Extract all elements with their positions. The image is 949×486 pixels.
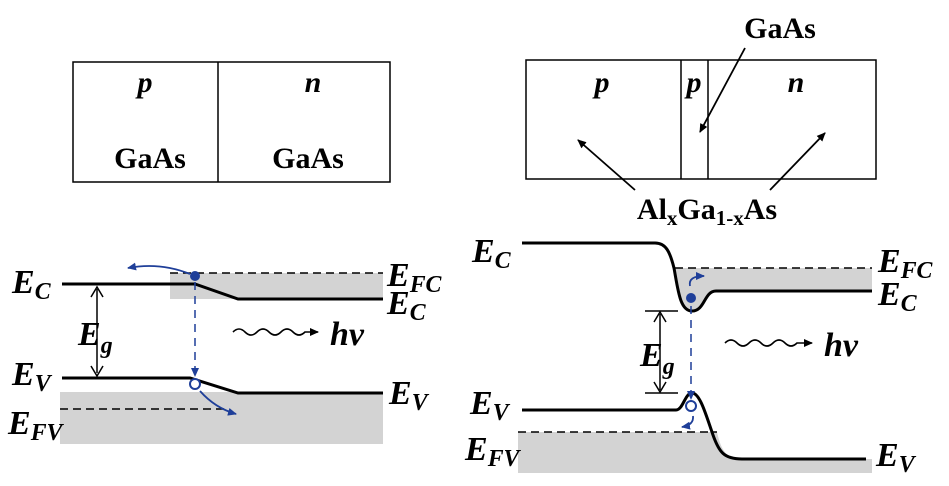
center-gaas-label: GaAs (744, 12, 816, 45)
cladding-right-arrow (769, 132, 826, 191)
right-hole (685, 400, 697, 412)
gaas-pointer-arrow (699, 47, 746, 133)
left-valence-filled-region (60, 392, 383, 444)
left-efc-label: EFC (386, 257, 443, 298)
right-efc-label: EFC (877, 243, 934, 284)
right-eg-label: Eg (639, 337, 675, 380)
right-n-type-label: n (788, 66, 805, 99)
right-photon-wave-arrow (724, 339, 813, 347)
left-ev-label: EV (11, 356, 53, 397)
right-conduction-band-edge (522, 241, 872, 313)
left-photon-wave-arrow (232, 328, 319, 336)
left-band-diagram: EC EFC EC Eg hv EV EFV EV (7, 257, 443, 446)
left-p-material-label: GaAs (114, 142, 186, 175)
left-hole (189, 378, 201, 390)
left-conduction-filled-region (170, 273, 383, 299)
left-n-material-label: GaAs (272, 142, 344, 175)
left-electron (190, 271, 200, 281)
left-electron-diffusion-arrow (127, 262, 191, 275)
left-ec-right-label: EC (386, 285, 427, 326)
right-band-diagram: EC EFC EC Eg hv EV EFV EV (464, 233, 934, 478)
right-ev-label: EV (469, 385, 511, 426)
right-p1-type-label: p (592, 66, 610, 99)
right-efv-label: EFV (464, 431, 522, 472)
right-p2-type-label: p (684, 66, 702, 99)
left-eg-label: Eg (77, 316, 113, 359)
left-conduction-band-edge (62, 282, 383, 301)
cladding-left-arrow (577, 139, 636, 191)
left-efv-label: EFV (7, 405, 65, 446)
left-n-type-label: n (305, 66, 322, 99)
right-ev-right-label: EV (875, 437, 917, 478)
right-hole-confinement-arrow (681, 415, 694, 430)
right-electron (686, 293, 696, 303)
right-structure-box (525, 59, 877, 180)
left-ec-label: EC (11, 264, 52, 305)
right-valence-filled-region (518, 432, 872, 473)
left-hole-diffusion-arrow (199, 390, 237, 416)
right-ec-right-label: EC (877, 276, 918, 317)
left-valence-band-edge (62, 376, 383, 395)
right-structure: p p n GaAs AlxGa1-xAs (525, 12, 877, 230)
cladding-material-label: AlxGa1-xAs (637, 193, 777, 230)
left-structure: p n GaAs GaAs (72, 61, 391, 183)
right-photon-label: hv (824, 327, 859, 364)
left-ev-right-label: EV (388, 375, 430, 416)
left-structure-box (72, 61, 391, 183)
right-valence-band-edge (522, 391, 866, 461)
left-photon-label: hv (330, 316, 365, 353)
left-p-type-label: p (135, 66, 153, 99)
right-ec-label: EC (471, 233, 512, 274)
right-electron-confinement-arrow (688, 272, 705, 287)
